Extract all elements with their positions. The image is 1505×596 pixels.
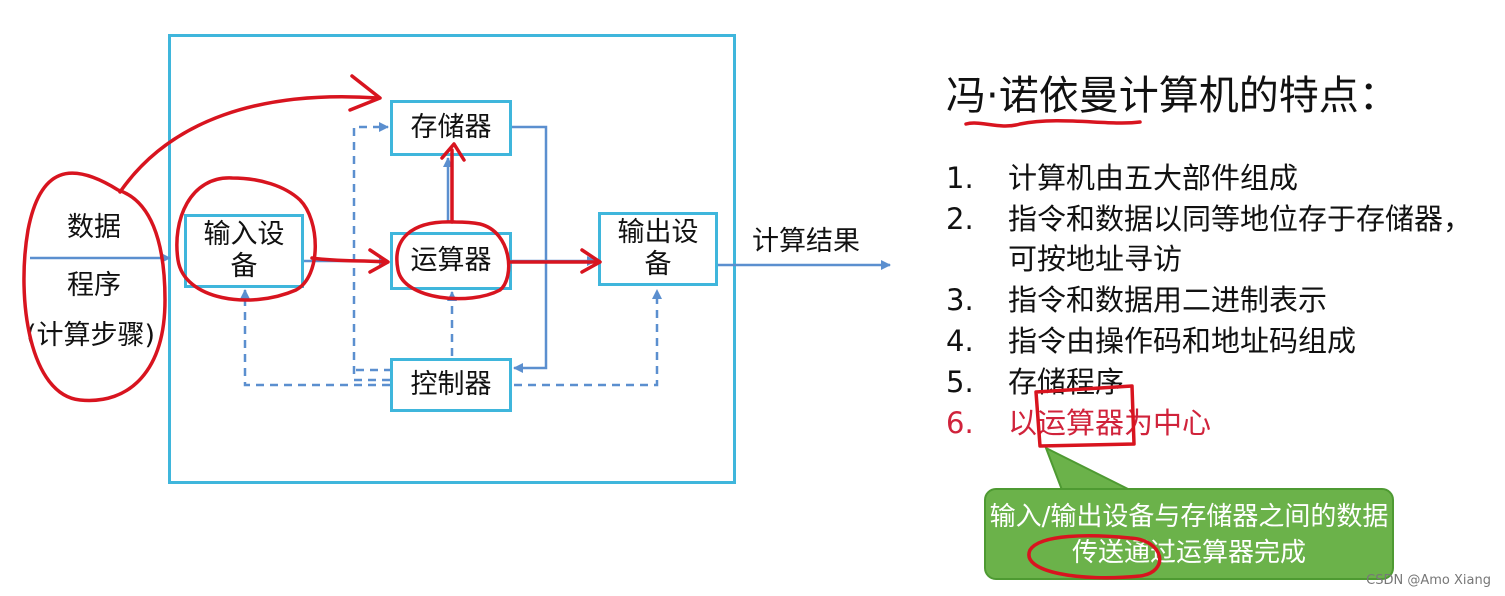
item-text: 指令和数据用二进制表示 <box>1008 283 1328 317</box>
memory-to-controller-line <box>512 125 548 373</box>
page-title: 冯·诺依曼计算机的特点： <box>946 73 1399 119</box>
control-to-input-dashed <box>240 289 390 387</box>
item-number: 6. <box>946 406 974 440</box>
callout-text: 输入/输出设备与存储器之间的数据传送通过运算器完成 <box>989 502 1389 568</box>
item-number: 3. <box>946 283 974 317</box>
control-to-output-dashed <box>514 289 662 387</box>
controller-label: 控制器 <box>410 369 492 400</box>
list-item: 3. 指令和数据用二进制表示 <box>946 280 1486 320</box>
item-text: 指令和数据以同等地位存于存储器，可按地址寻访 <box>1008 202 1473 276</box>
item-number: 5. <box>946 365 974 399</box>
list-item: 2. 指令和数据以同等地位存于存储器，可按地址寻访 <box>946 199 1486 279</box>
watermark: CSDN @Amo Xiang <box>1366 573 1491 588</box>
item-number: 2. <box>946 202 974 236</box>
output-device-label: 输出设备 <box>617 217 699 280</box>
list-item: 4. 指令由操作码和地址码组成 <box>946 321 1486 361</box>
controller-box: 控制器 <box>390 358 512 412</box>
callout-bubble: 输入/输出设备与存储器之间的数据传送通过运算器完成 <box>984 488 1394 580</box>
result-label: 计算结果 <box>752 226 860 257</box>
item-number: 4. <box>946 324 974 358</box>
control-to-memory-dashed <box>352 122 390 382</box>
list-item: 5.存储程序 <box>946 362 1486 402</box>
item-text: 计算机由五大部件组成 <box>1008 161 1299 195</box>
list-item: 1. 计算机由五大部件组成 <box>946 158 1486 198</box>
item-number: 1. <box>946 161 974 195</box>
item-text: 指令由操作码和地址码组成 <box>1008 324 1357 358</box>
memory-label: 存储器 <box>410 112 492 143</box>
output-device-box: 输出设备 <box>598 212 718 286</box>
